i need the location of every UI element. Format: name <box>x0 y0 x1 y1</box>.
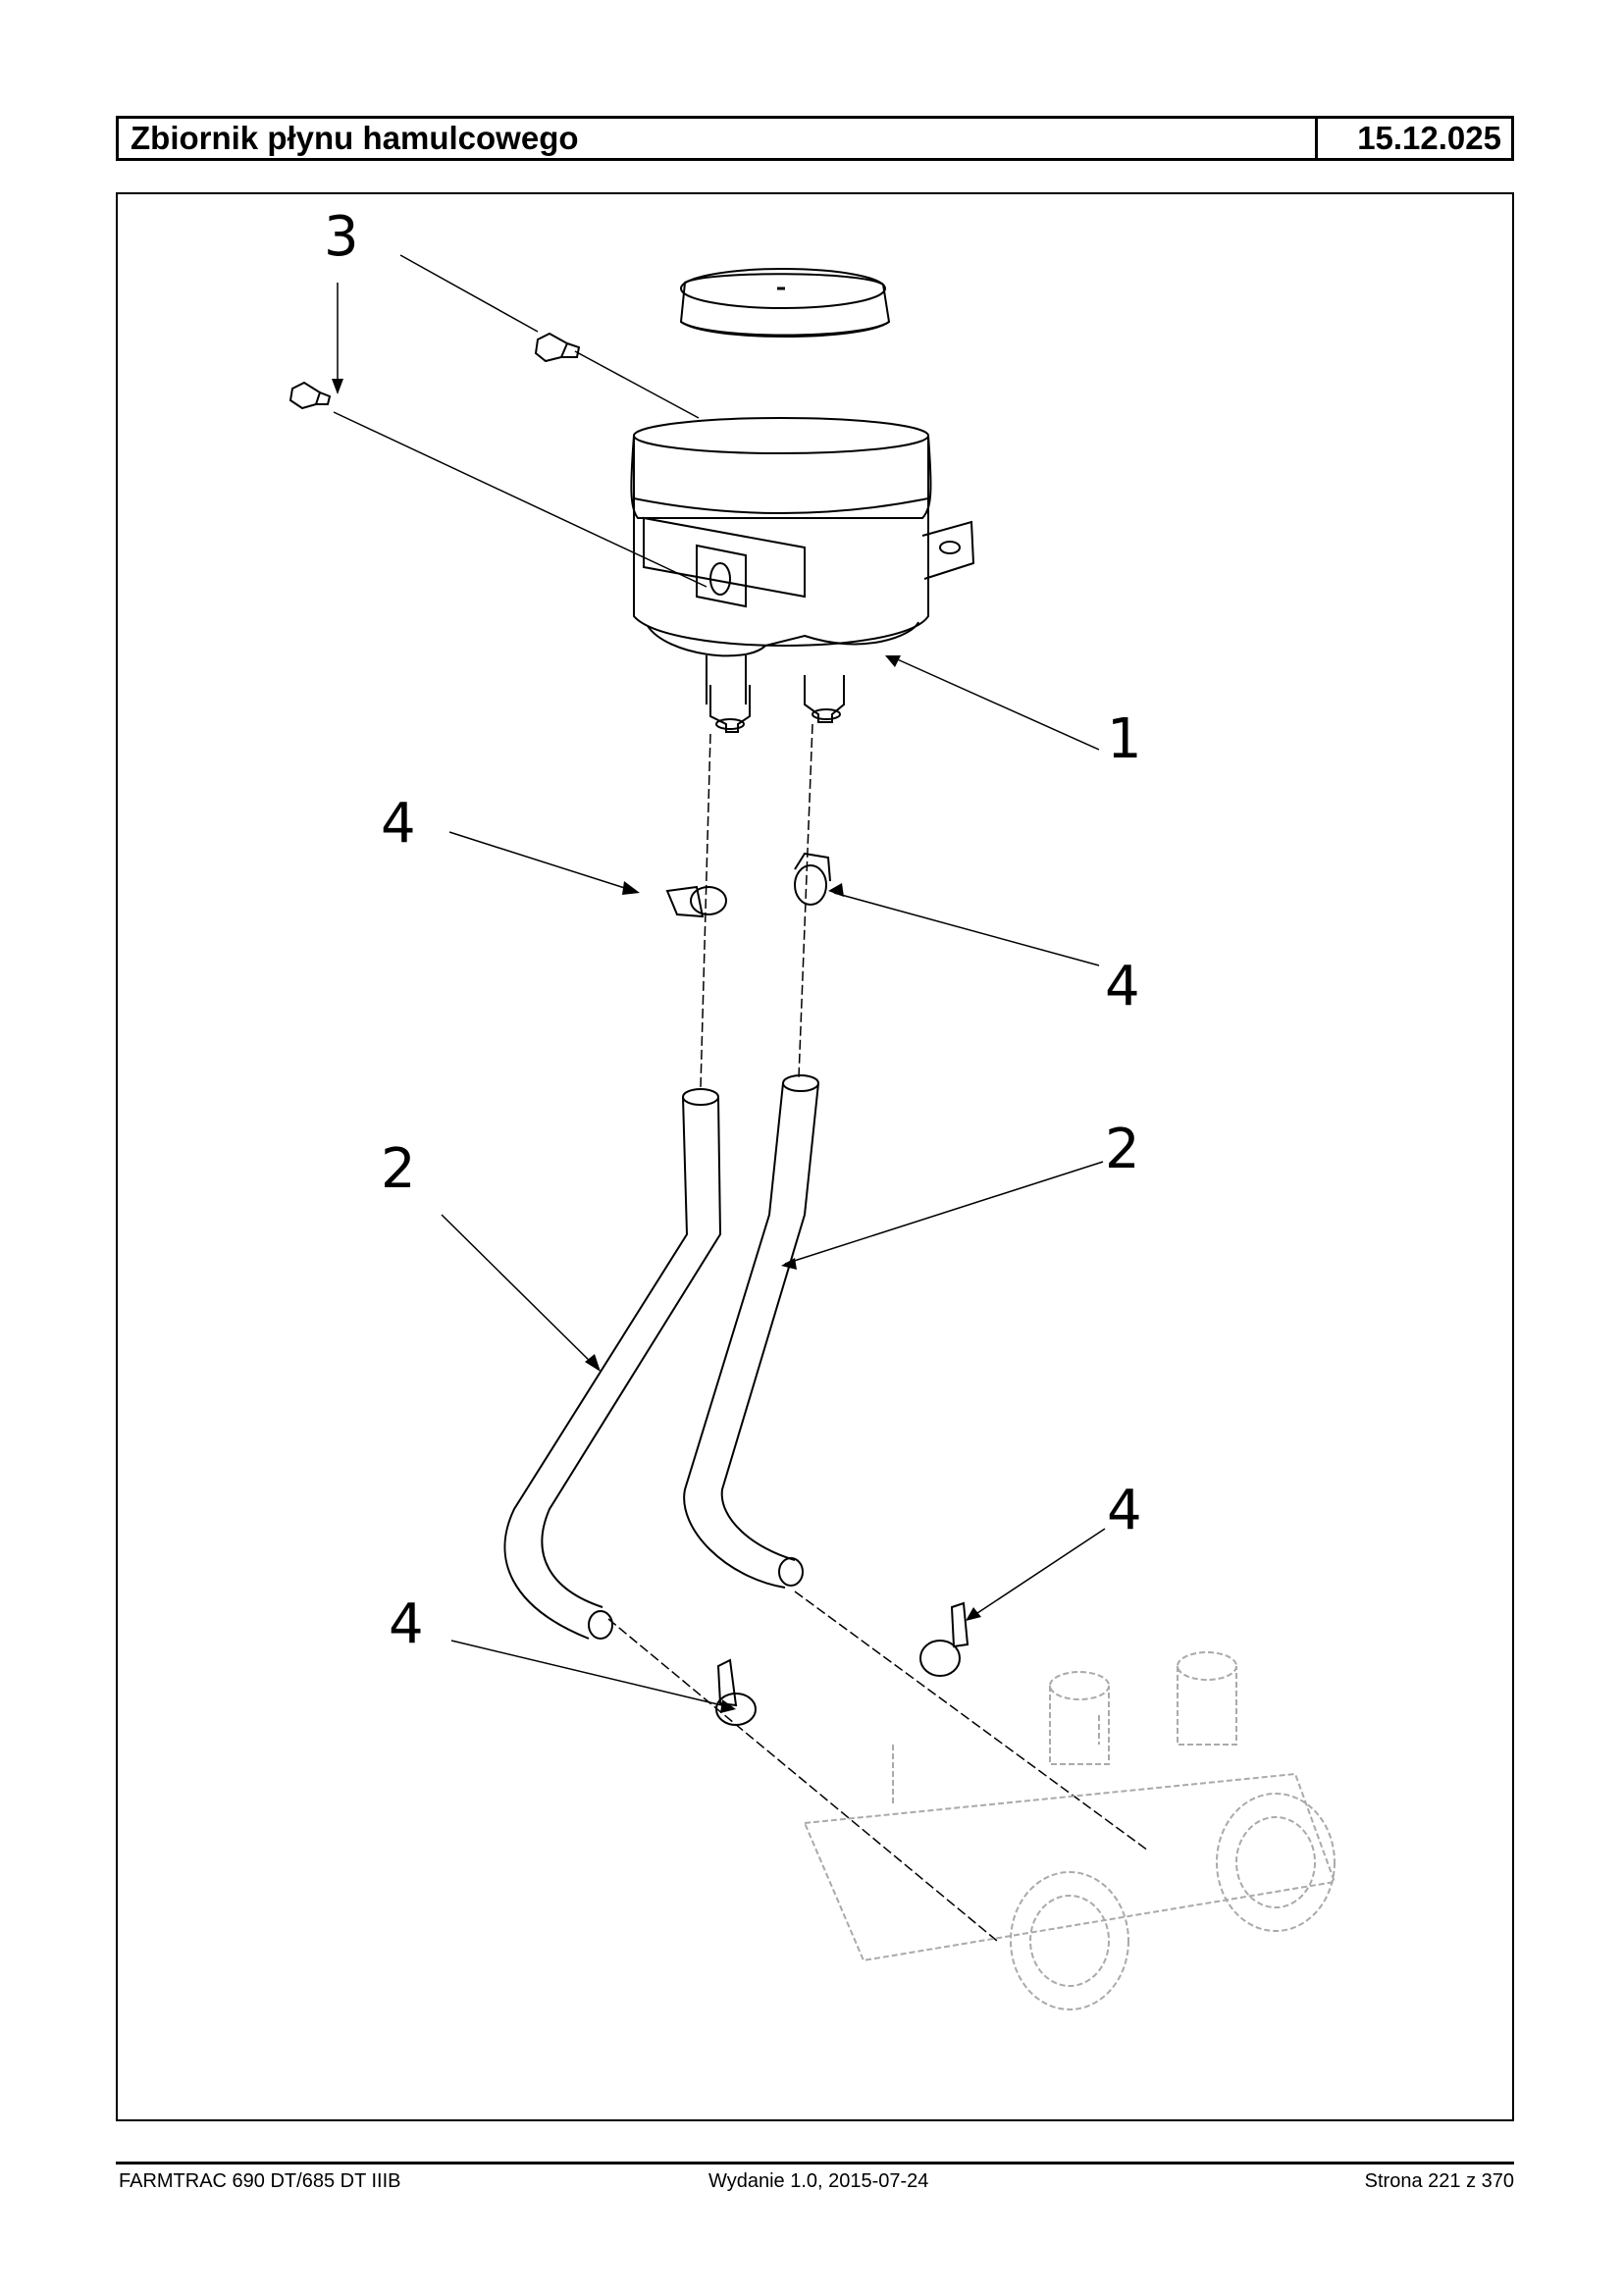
callout-4-lower-left: 4 <box>389 1592 424 1656</box>
footer-model: FARMTRAC 690 DT/685 DT IIIB <box>119 2170 401 2192</box>
callout-4-upper-right: 4 <box>1105 955 1140 1018</box>
callout-2-right: 2 <box>1105 1118 1140 1181</box>
arrowheads <box>332 379 981 1713</box>
screw-part <box>288 332 581 410</box>
drawing-frame: 3 1 4 4 2 2 4 4 <box>116 192 1514 2121</box>
hose-clamp-part <box>665 852 969 1726</box>
master-cylinder-part <box>803 1651 1336 2010</box>
leader-lines <box>333 254 1149 1942</box>
callout-1: 1 <box>1107 707 1142 771</box>
footer-divider <box>116 2162 1514 2165</box>
brake-hose-part <box>503 1074 819 1640</box>
callout-3: 3 <box>324 205 359 269</box>
section-code: 15.12.025 <box>1357 120 1501 156</box>
callout-4-lower-right: 4 <box>1107 1479 1142 1542</box>
callout-4-upper-left: 4 <box>381 792 416 856</box>
footer-edition: Wydanie 1.0, 2015-07-24 <box>708 2170 929 2192</box>
callout-2-left: 2 <box>381 1137 416 1201</box>
page-title: Zbiornik płynu hamulcowego <box>119 119 1318 158</box>
exploded-parts-diagram: 3 1 4 4 2 2 4 4 <box>288 205 1336 2010</box>
footer-page-number: Strona 221 z 370 <box>1364 2170 1514 2192</box>
page-header: Zbiornik płynu hamulcowego 15.12.025 <box>116 116 1514 161</box>
reservoir-part <box>630 268 975 733</box>
